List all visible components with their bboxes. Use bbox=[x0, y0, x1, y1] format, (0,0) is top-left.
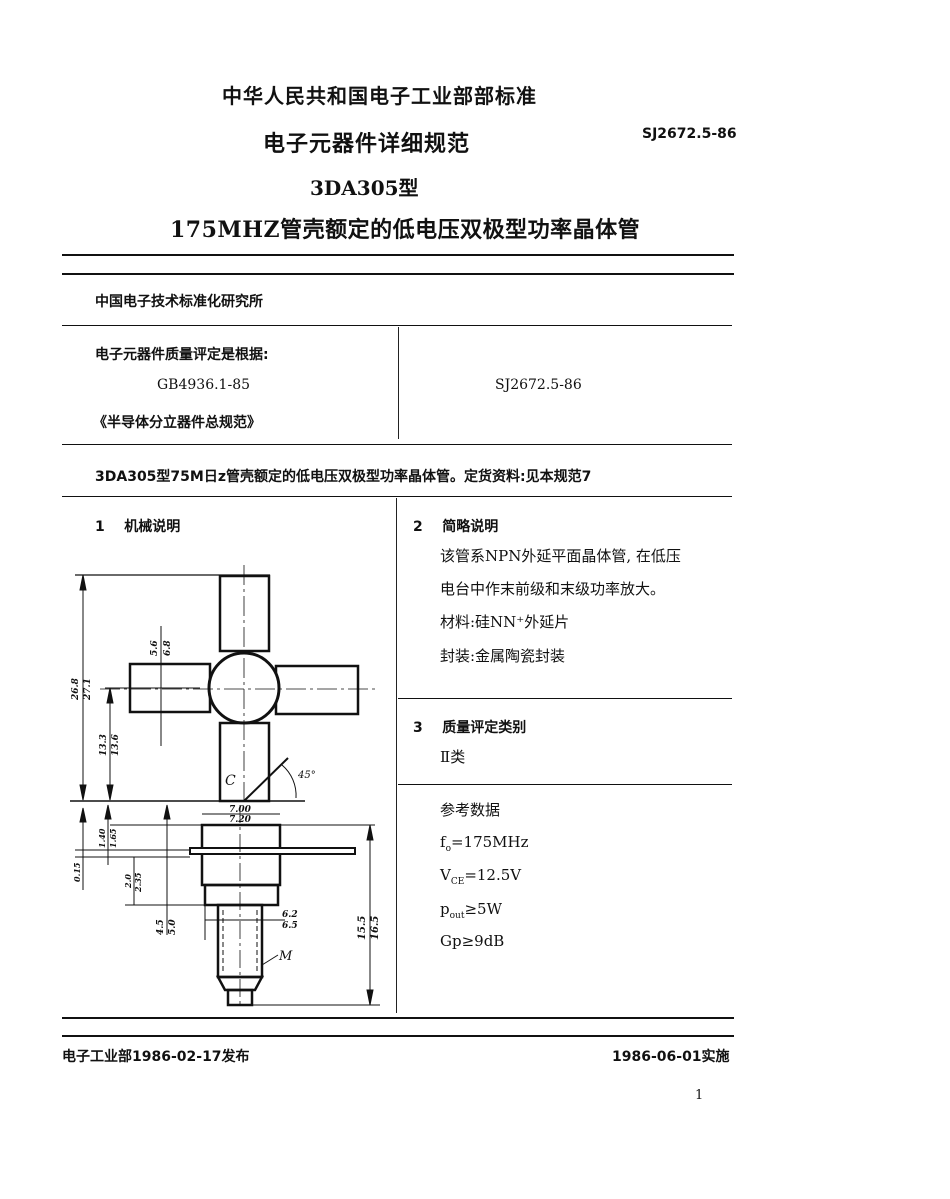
section-title: 质量评定类别 bbox=[442, 720, 527, 736]
svg-text:27.1: 27.1 bbox=[83, 678, 93, 701]
section-number: 2 bbox=[413, 519, 423, 535]
summary-line: 3DA305型75M日z管壳额定的低电压双极型功率晶体管。定货资料:见本规范7 bbox=[95, 469, 592, 485]
svg-text:2.0: 2.0 bbox=[123, 874, 133, 889]
divider-summary bbox=[62, 496, 732, 497]
svg-text:6.5: 6.5 bbox=[282, 921, 298, 931]
section-1-heading: 1 机械说明 bbox=[95, 516, 180, 536]
side-view-drawing: 7.00 7.20 6.2 6.5 M 15.5 16.5 0.15 1.40 … bbox=[72, 804, 380, 1008]
svg-text:0.15: 0.15 bbox=[72, 862, 82, 882]
svg-text:C: C bbox=[225, 773, 236, 789]
divider-bottom-1 bbox=[62, 1017, 734, 1019]
section-3-heading: 3 质量评定类别 bbox=[413, 717, 526, 737]
section-title: 机械说明 bbox=[124, 519, 181, 535]
basis-name: 《半导体分立器件总规范》 bbox=[93, 415, 261, 431]
device-title: 175MHZ管壳额定的低电压双极型功率晶体管 bbox=[170, 217, 641, 243]
svg-text:5.6: 5.6 bbox=[150, 640, 160, 656]
mechanical-drawing: C 45° 26.8 27.1 13.3 13.6 5.6 6.8 7.00 7… bbox=[70, 565, 380, 1008]
section-number: 3 bbox=[413, 720, 423, 736]
description-line: 电台中作末前级和末级功率放大。 bbox=[440, 580, 666, 598]
svg-text:1.65: 1.65 bbox=[108, 828, 118, 848]
spec-number: SJ2672.5-86 bbox=[495, 377, 582, 393]
quality-category: Ⅱ类 bbox=[440, 748, 466, 766]
divider-vertical-basis bbox=[398, 327, 399, 439]
svg-text:13.6: 13.6 bbox=[111, 733, 121, 756]
description-line: 该管系NPN外延平面晶体管, 在低压 bbox=[440, 547, 681, 565]
svg-text:2.35: 2.35 bbox=[133, 872, 143, 893]
page-number: 1 bbox=[695, 1088, 704, 1103]
symbol: p bbox=[440, 900, 450, 918]
subscript: CE bbox=[450, 877, 465, 887]
spec-title: 电子元器件详细规范 bbox=[263, 131, 471, 157]
value: =175MHz bbox=[450, 833, 529, 851]
material-line: 材料:硅NN⁺外延片 bbox=[440, 613, 570, 631]
value: =12.5V bbox=[464, 866, 522, 884]
svg-text:6.2: 6.2 bbox=[282, 910, 298, 920]
symbol: f bbox=[440, 833, 446, 851]
org-title: 中华人民共和国电子工业部部标准 bbox=[222, 84, 537, 108]
divider-basis bbox=[62, 444, 732, 445]
svg-text:4.5: 4.5 bbox=[156, 919, 166, 935]
divider-top-1 bbox=[62, 254, 734, 256]
basis-standard: GB4936.1-85 bbox=[157, 377, 251, 393]
section-number: 1 bbox=[95, 519, 105, 535]
symbol: V bbox=[440, 866, 451, 884]
divider-bottom-2 bbox=[62, 1035, 734, 1037]
divider-institute bbox=[62, 325, 732, 326]
subscript: o bbox=[445, 844, 451, 854]
ref-power: pout≥5W bbox=[440, 902, 502, 921]
svg-text:1.40: 1.40 bbox=[97, 828, 107, 848]
section-2-heading: 2 简略说明 bbox=[413, 516, 498, 536]
section-title: 简略说明 bbox=[442, 519, 499, 535]
issued-date: 电子工业部1986-02-17发布 bbox=[62, 1049, 250, 1065]
svg-text:45°: 45° bbox=[297, 770, 316, 781]
svg-text:26.8: 26.8 bbox=[71, 677, 81, 701]
svg-text:5.0: 5.0 bbox=[168, 919, 178, 935]
basis-label: 电子元器件质量评定是根据: bbox=[95, 347, 269, 363]
subscript: out bbox=[449, 911, 465, 921]
standard-code: SJ2672.5-86 bbox=[642, 126, 737, 142]
divider-vertical-main bbox=[396, 498, 397, 1013]
ref-gain: Gp≥9dB bbox=[440, 932, 505, 950]
svg-text:M: M bbox=[278, 949, 293, 964]
effective-date: 1986-06-01实施 bbox=[612, 1049, 730, 1065]
ref-voltage: VCE=12.5V bbox=[440, 868, 521, 887]
svg-text:15.5: 15.5 bbox=[357, 916, 368, 940]
divider-section3 bbox=[398, 784, 732, 785]
svg-text:16.5: 16.5 bbox=[370, 916, 380, 940]
reference-data-title: 参考数据 bbox=[440, 801, 501, 819]
top-view-drawing: C 45° 26.8 27.1 13.3 13.6 5.6 6.8 bbox=[70, 565, 376, 805]
svg-text:6.8: 6.8 bbox=[163, 640, 173, 656]
ref-frequency: fo=175MHz bbox=[440, 835, 529, 854]
divider-section2 bbox=[398, 698, 732, 699]
model-title: 3DA305型 bbox=[310, 176, 419, 200]
svg-text:13.3: 13.3 bbox=[99, 734, 109, 756]
package-line: 封装:金属陶瓷封装 bbox=[440, 647, 566, 665]
institute-name: 中国电子技术标准化研究所 bbox=[95, 294, 263, 310]
divider-top-2 bbox=[62, 273, 734, 275]
value: ≥5W bbox=[464, 900, 502, 918]
